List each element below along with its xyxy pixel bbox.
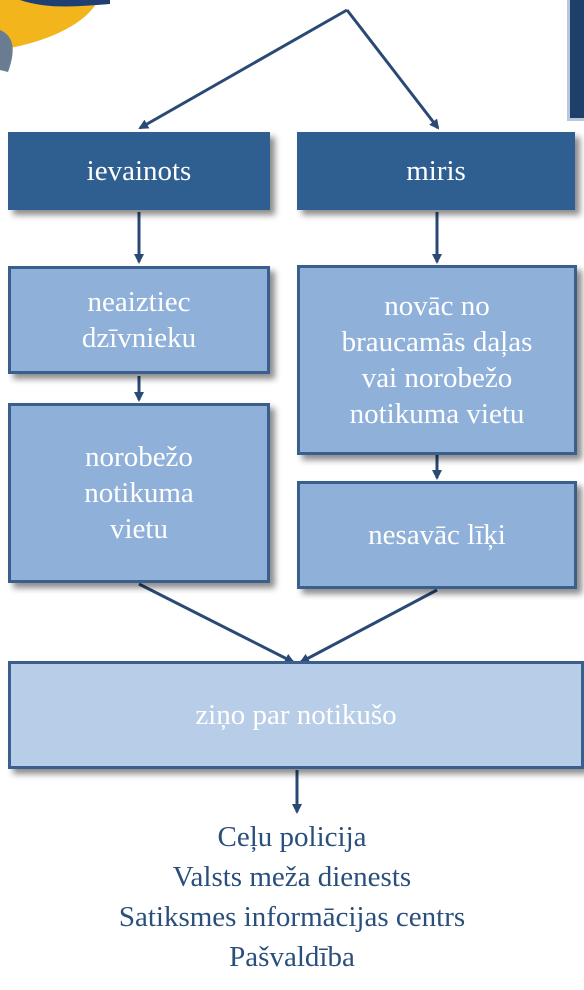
slide-panel-fragment xyxy=(567,0,584,121)
box-cordon-off-site: norobežo notikuma vietu xyxy=(8,403,270,583)
box-report-incident: ziņo par notikušo xyxy=(8,661,584,769)
box-injured: ievainots xyxy=(8,132,270,210)
arrow-merge-left xyxy=(138,582,295,664)
destination-road-police: Ceļu policija xyxy=(217,821,367,853)
arrow-split-left xyxy=(138,8,348,130)
arrow-merge-right xyxy=(299,588,438,664)
box-dont-collect-carcass: nesavāc līķi xyxy=(297,481,577,589)
arrow-split-right xyxy=(345,9,440,130)
destination-traffic-info-center: Satiksmes informācijas centrs xyxy=(118,901,466,933)
box-remove-from-road: novāc no braucamās daļas vai norobežo no… xyxy=(297,265,577,455)
destination-municipality: Pašvaldība xyxy=(229,941,355,973)
box-dont-touch-animal: neaiztiec dzīvnieku xyxy=(8,266,270,374)
box-dead: miris xyxy=(297,132,575,210)
destination-state-forest-service: Valsts meža dienests xyxy=(172,861,412,893)
logo-fragment-icon xyxy=(0,0,110,72)
